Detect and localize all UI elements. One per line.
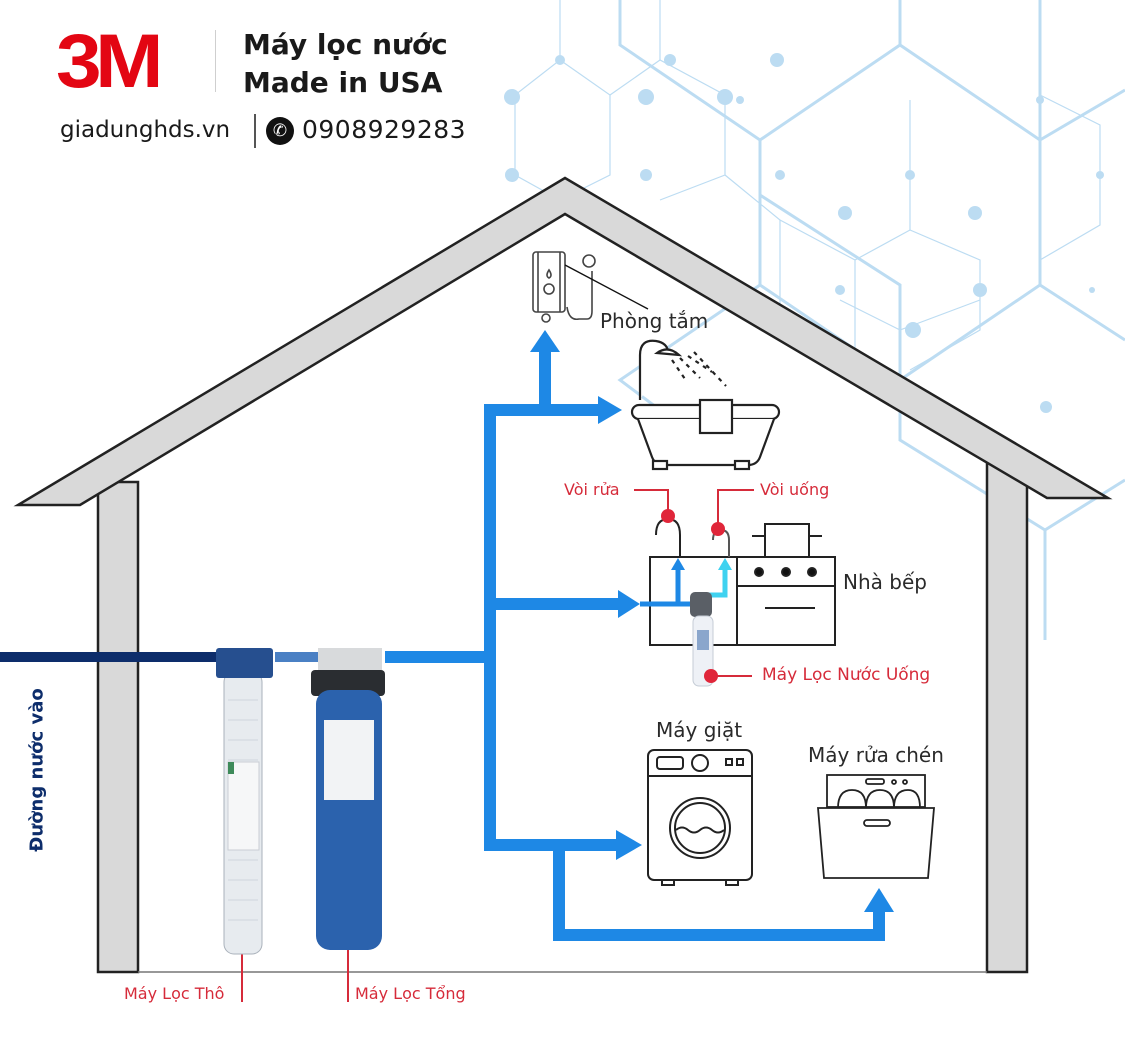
drinking-water-filter-icon [690,592,714,687]
coarse-filter-housing [216,648,273,955]
header-divider [215,30,216,92]
arrow-up-dishwasher [864,888,894,912]
whole-house-filter-label: Máy Lọc Tổng [355,984,466,1003]
pipes [0,350,885,941]
header-title-line2: Made in USA [243,66,443,99]
dishwasher-label: Máy rửa chén [808,743,944,767]
bathroom-label: Phòng tắm [600,309,709,333]
hexagon-background [504,0,1125,640]
phone-icon: ✆ [266,117,294,145]
inlet-label: Đường nước vào [22,680,52,860]
header-title-line1: Máy lọc nước [243,28,448,61]
house-structure [13,176,1113,974]
left-wall [96,480,140,974]
drink-faucet-label: Vòi uống [760,480,830,499]
website-link[interactable]: giadunghds.vn [60,117,231,143]
wash-faucet-label: Vòi rửa [564,480,620,499]
water-heater-icon [532,251,649,323]
kitchen-pipes [640,558,732,607]
header-title: Máy lọc nước Made in USA [243,26,448,102]
washing-machine-icon [647,749,753,886]
phone-number[interactable]: 0908929283 [302,115,467,144]
drink-faucet-dot [711,522,725,536]
pipe-arrows [530,330,894,912]
dishwasher-icon [817,774,935,879]
kitchen-label: Nhà bếp [843,570,927,594]
whole-house-filter-housing [311,648,385,950]
arrow-right-bathtub [598,396,622,424]
right-wall [985,460,1029,974]
stove-icon [736,523,836,646]
inlet-label-text: Đường nước vào [26,688,48,852]
brand-logo: 3M [56,19,164,104]
washing-machine-label: Máy giặt [656,718,743,742]
arrow-right-washer [616,830,642,860]
drinking-filter-dot [704,669,718,683]
contact-divider [254,114,256,148]
drinking-filter-label: Máy Lọc Nước Uống [762,665,931,685]
arrow-right-kitchen [618,590,640,618]
shower-icon [671,351,727,387]
bathtub-icon [630,339,781,471]
wash-faucet-dot [661,509,675,523]
arrow-up-bathroom [530,330,560,352]
roof [13,176,1113,507]
coarse-filter-label: Máy Lọc Thô [124,984,225,1003]
